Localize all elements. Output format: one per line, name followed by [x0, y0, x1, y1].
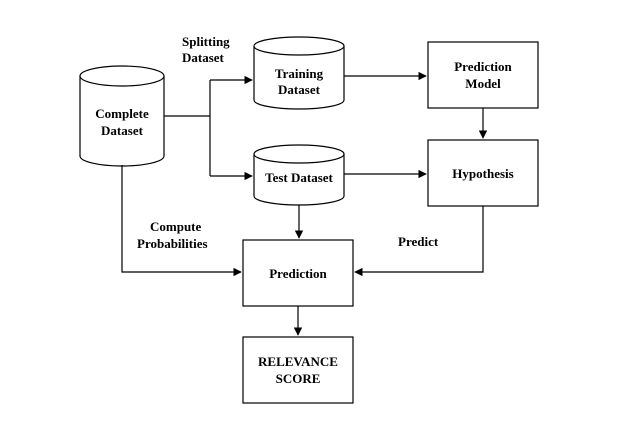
test-dataset-node: Test Dataset [253, 144, 345, 206]
predict-label: Predict [398, 234, 439, 249]
training-dataset-label-line2: Dataset [278, 82, 321, 97]
compute-probabilities-label-line2: Probabilities [137, 236, 208, 251]
connectors [121, 71, 488, 336]
test-dataset-label: Test Dataset [265, 170, 333, 185]
relevance-score-label-line1: RELEVANCE [258, 354, 338, 369]
training-dataset-label-line1: Training [275, 66, 324, 81]
training-dataset-node: Training Dataset [253, 36, 345, 110]
relevance-score-label-line2: SCORE [276, 371, 321, 386]
prediction-model-node: Prediction Model [427, 41, 539, 109]
prediction-node: Prediction [242, 239, 354, 307]
hypothesis-label: Hypothesis [452, 166, 513, 181]
prediction-label: Prediction [269, 266, 327, 281]
arrow-hypothesis-to-prediction [354, 206, 484, 277]
complete-dataset-label-line2: Dataset [101, 123, 144, 138]
splitting-dataset-label-line2: Dataset [182, 50, 225, 65]
prediction-model-label-line1: Prediction [454, 59, 512, 74]
prediction-model-label-line2: Model [465, 76, 501, 91]
arrow-complete-to-prediction [121, 165, 242, 277]
complete-dataset-node: Complete Dataset [79, 65, 165, 167]
relevance-score-node: RELEVANCE SCORE [242, 336, 354, 404]
compute-probabilities-label-line1: Compute [150, 219, 202, 234]
complete-dataset-label-line1: Complete [95, 106, 149, 121]
edge-labels: Splitting Dataset Compute Probabilities … [137, 34, 439, 251]
splitting-dataset-label-line1: Splitting [182, 34, 230, 49]
hypothesis-node: Hypothesis [427, 139, 539, 207]
